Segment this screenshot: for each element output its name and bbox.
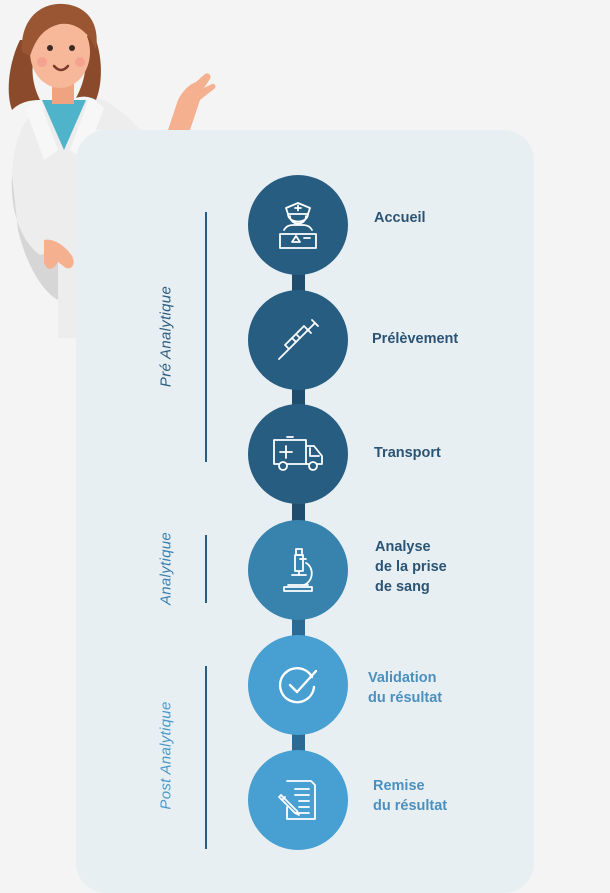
phase-line-post: [205, 666, 207, 849]
step-analyse: [248, 520, 348, 620]
connector: [292, 270, 305, 294]
check-circle-icon: [278, 667, 318, 704]
step-remise: [248, 750, 348, 850]
step-label-remise: Remise du résultat: [373, 778, 448, 814]
document-pen-icon: [278, 780, 316, 820]
step-label-transport: Transport: [374, 445, 441, 461]
step-label-accueil: Accueil: [374, 210, 426, 226]
microscope-icon: [283, 548, 313, 592]
nurse-illustration: [8, 3, 216, 338]
receptionist-icon: [279, 202, 317, 249]
phase-label-post: Post Analytique: [157, 701, 175, 810]
connector: [292, 500, 305, 524]
phase-line-pre: [205, 212, 207, 462]
phase-label-analytique: Analytique: [157, 531, 175, 606]
ambulance-icon: [273, 436, 323, 471]
step-label-analyse: Analyse de la prise de sang: [375, 539, 447, 595]
step-prelevement: [248, 290, 348, 390]
phase-line-analytique: [205, 535, 207, 603]
phase-label-pre: Pré Analytique: [157, 285, 175, 388]
step-label-prelevement: Prélèvement: [372, 331, 459, 347]
step-accueil: [248, 175, 348, 275]
connector: [292, 616, 305, 640]
step-label-validation: Validation du résultat: [368, 670, 443, 706]
connector: [292, 730, 305, 754]
step-transport: [248, 404, 348, 504]
step-validation: [248, 635, 348, 735]
syringe-icon: [278, 319, 319, 360]
